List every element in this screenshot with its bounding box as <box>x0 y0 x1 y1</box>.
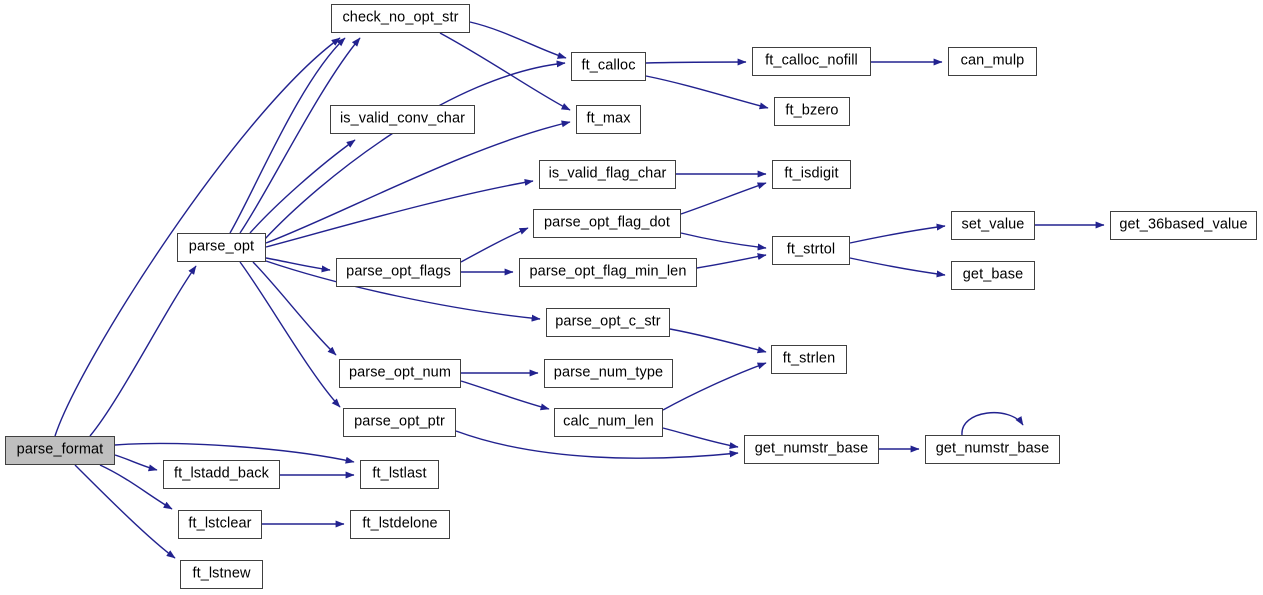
call-edge <box>439 32 571 111</box>
graph-node-get_36based_value[interactable]: get_36based_value <box>1110 211 1257 240</box>
graph-node-label: parse_opt_ptr <box>354 413 445 430</box>
graph-node-label: parse_opt_c_str <box>555 313 661 330</box>
call-edge <box>239 261 341 408</box>
graph-node-ft_lstlast[interactable]: ft_lstlast <box>360 460 439 489</box>
graph-node-label: is_valid_conv_char <box>339 110 466 127</box>
graph-node-ft_max[interactable]: ft_max <box>576 105 641 134</box>
call-edge <box>239 37 361 234</box>
graph-node-ft_lstclear[interactable]: ft_lstclear <box>178 510 262 539</box>
call-edge <box>645 75 769 110</box>
graph-node-is_valid_conv_char[interactable]: is_valid_conv_char <box>330 105 475 134</box>
graph-node-label: can_mulp <box>960 52 1025 69</box>
graph-node-label: check_no_opt_str <box>342 9 459 26</box>
graph-node-label: ft_lstclear <box>188 515 252 532</box>
graph-node-ft_isdigit[interactable]: ft_isdigit <box>772 160 851 189</box>
call-edge <box>680 232 767 251</box>
graph-node-label: parse_opt_flag_dot <box>544 214 670 231</box>
graph-node-calc_num_len[interactable]: calc_num_len <box>554 408 663 437</box>
graph-node-ft_calloc[interactable]: ft_calloc <box>571 52 646 81</box>
call-edge <box>249 139 356 234</box>
graph-node-parse_num_type[interactable]: parse_num_type <box>544 359 673 388</box>
call-edge <box>680 182 767 215</box>
graph-node-get_numstr_base_2[interactable]: get_numstr_base <box>925 435 1060 464</box>
graph-node-label: parse_opt_flag_min_len <box>529 263 687 280</box>
graph-node-label: calc_num_len <box>563 413 654 430</box>
call-edge <box>662 362 767 411</box>
graph-node-label: get_36based_value <box>1119 216 1248 233</box>
graph-node-ft_bzero[interactable]: ft_bzero <box>774 97 850 126</box>
call-edge <box>849 223 946 244</box>
graph-node-label: ft_lstadd_back <box>174 465 269 482</box>
graph-node-get_base[interactable]: get_base <box>951 261 1035 290</box>
call-edge <box>469 21 567 59</box>
call-edge <box>74 464 176 559</box>
call-edge <box>849 257 946 278</box>
graph-node-label: parse_opt <box>188 238 255 255</box>
graph-node-label: ft_strtol <box>786 241 836 258</box>
graph-node-label: set_value <box>961 216 1025 233</box>
graph-node-ft_calloc_nofill[interactable]: ft_calloc_nofill <box>752 47 871 76</box>
graph-node-label: parse_num_type <box>553 364 664 381</box>
call-edge <box>263 60 566 241</box>
call-edge <box>645 58 747 66</box>
graph-node-parse_opt_flag_dot[interactable]: parse_opt_flag_dot <box>533 209 681 238</box>
graph-node-ft_lstdelone[interactable]: ft_lstdelone <box>350 510 450 539</box>
graph-node-can_mulp[interactable]: can_mulp <box>948 47 1037 76</box>
graph-node-is_valid_flag_char[interactable]: is_valid_flag_char <box>539 160 676 189</box>
graph-node-parse_opt_flags[interactable]: parse_opt_flags <box>336 258 461 287</box>
call-edge <box>961 411 1024 436</box>
graph-node-ft_strlen[interactable]: ft_strlen <box>771 345 847 374</box>
call-edge <box>662 427 739 450</box>
graph-node-label: ft_strlen <box>782 350 836 367</box>
graph-node-label: parse_format <box>16 441 104 458</box>
graph-node-parse_format[interactable]: parse_format <box>5 436 115 465</box>
graph-node-label: ft_isdigit <box>784 165 839 182</box>
call-edge <box>460 380 550 411</box>
graph-node-get_numstr_base_1[interactable]: get_numstr_base <box>744 435 879 464</box>
call-edge <box>252 261 337 356</box>
graph-node-check_no_opt_str[interactable]: check_no_opt_str <box>331 4 470 33</box>
graph-node-label: is_valid_flag_char <box>548 165 667 182</box>
call-edge <box>99 464 173 510</box>
graph-node-ft_lstnew[interactable]: ft_lstnew <box>180 560 263 589</box>
graph-node-ft_lstadd_back[interactable]: ft_lstadd_back <box>163 460 280 489</box>
graph-node-parse_opt_flag_min_len[interactable]: parse_opt_flag_min_len <box>519 258 697 287</box>
graph-node-ft_strtol[interactable]: ft_strtol <box>772 236 850 265</box>
graph-node-label: ft_lstlast <box>372 465 427 482</box>
graph-node-label: ft_calloc_nofill <box>765 52 858 69</box>
graph-node-label: ft_lstnew <box>192 565 251 582</box>
call-edge <box>265 178 534 248</box>
call-edge <box>460 227 529 263</box>
graph-node-label: parse_opt_num <box>348 364 452 381</box>
call-edge <box>696 253 767 269</box>
graph-node-label: ft_max <box>586 110 631 127</box>
graph-node-label: parse_opt_flags <box>346 263 451 280</box>
graph-node-parse_opt[interactable]: parse_opt <box>177 233 266 262</box>
call-edge <box>89 265 197 437</box>
call-edge <box>669 328 767 354</box>
graph-node-label: get_base <box>962 266 1024 283</box>
call-edge <box>114 454 158 472</box>
graph-node-parse_opt_num[interactable]: parse_opt_num <box>339 359 461 388</box>
call-edge <box>265 257 331 273</box>
graph-node-parse_opt_ptr[interactable]: parse_opt_ptr <box>343 408 456 437</box>
call-edge <box>265 120 571 244</box>
graph-node-set_value[interactable]: set_value <box>951 211 1035 240</box>
call-edge <box>229 37 346 234</box>
graph-node-label: get_numstr_base <box>935 440 1050 457</box>
graph-node-label: ft_bzero <box>785 102 839 119</box>
graph-node-parse_opt_c_str[interactable]: parse_opt_c_str <box>546 308 670 337</box>
graph-node-label: ft_calloc <box>581 57 636 74</box>
graph-node-label: ft_lstdelone <box>362 515 438 532</box>
graph-node-label: get_numstr_base <box>754 440 869 457</box>
